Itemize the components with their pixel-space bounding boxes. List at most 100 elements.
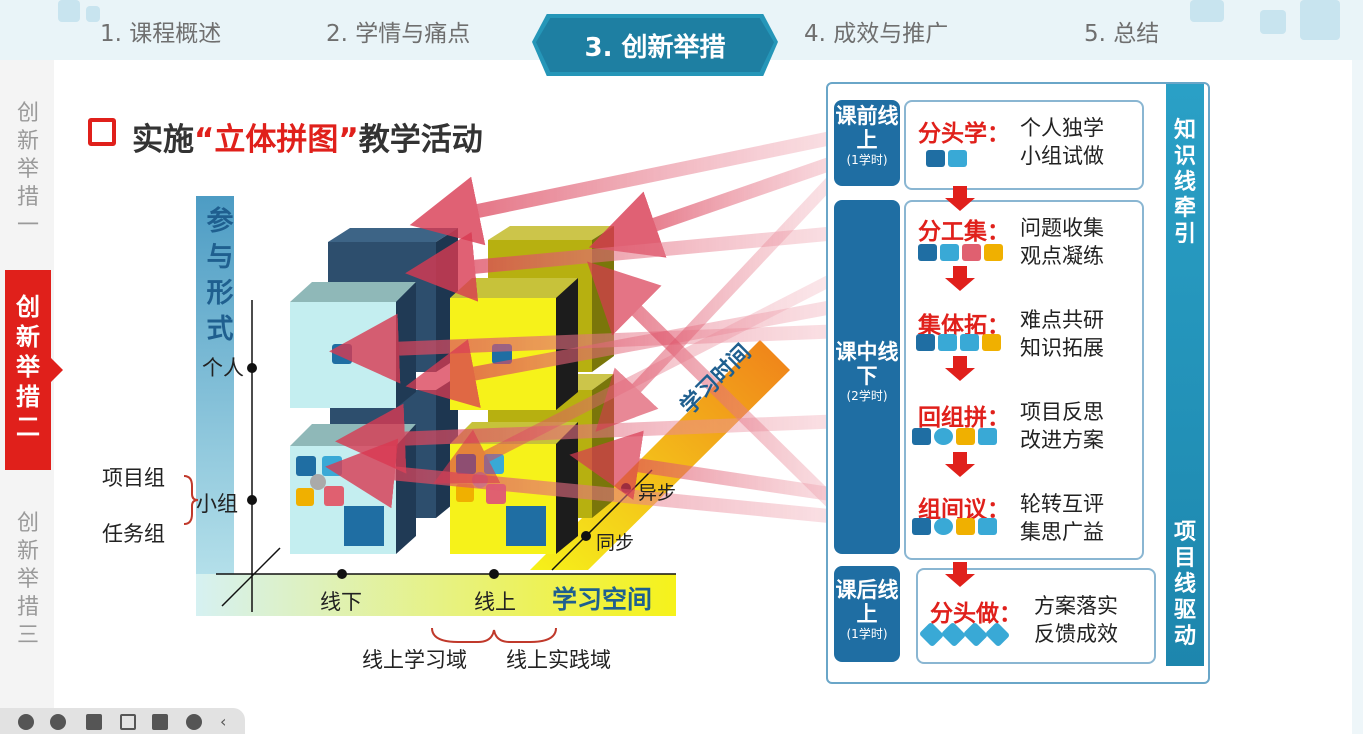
puzzle-block-icon — [344, 506, 384, 546]
play-icon[interactable] — [50, 714, 66, 730]
down-arrow-icon — [945, 356, 975, 381]
z-tick-sync — [581, 531, 591, 541]
puzzle-pieces-icon — [912, 428, 997, 445]
side-label-project: 项目线驱动 — [1173, 520, 1196, 649]
puzzle-pieces-icon — [918, 621, 1011, 648]
phase-pre-class: 课前线上(1学时) — [834, 100, 900, 186]
puzzle-pieces-icon — [926, 150, 967, 167]
edit-icon — [88, 118, 116, 146]
title-highlight: “立体拼图” — [194, 122, 359, 158]
y-tick-group — [247, 495, 257, 505]
tab-innovation-measures[interactable]: 3. 创新举措 — [532, 14, 778, 76]
step-desc-line: 反馈成效 — [1034, 622, 1118, 646]
sidebar-item-measure-3[interactable]: 创新举措三 — [16, 511, 39, 648]
step-desc: 问题收集观点凝练 — [1020, 214, 1104, 270]
x-tick-label-online: 线上 — [474, 590, 516, 614]
down-arrow-icon — [945, 266, 975, 291]
phase-post-class: 课后线上(1学时) — [834, 566, 900, 662]
puzzle-piece-icon — [296, 488, 314, 506]
pen-icon[interactable] — [86, 714, 102, 730]
phase-hours: (1学时) — [846, 153, 888, 167]
chat-icon[interactable] — [186, 714, 202, 730]
step-desc-line: 集思广益 — [1020, 520, 1104, 544]
tab-active-label: 3. 创新举措 — [536, 18, 774, 72]
step-desc-line: 方案落实 — [1034, 594, 1118, 618]
tab-results-promotion[interactable]: 4. 成效与推广 — [804, 21, 949, 47]
phase-name: 课前线上 — [835, 104, 899, 152]
collapse-icon[interactable]: ‹ — [220, 712, 227, 731]
phase-hours: (1学时) — [846, 627, 888, 641]
video-icon[interactable] — [152, 714, 168, 730]
step-desc: 方案落实反馈成效 — [1034, 592, 1118, 648]
sidebar-item-measure-1[interactable]: 创新举措一 — [16, 101, 39, 238]
puzzle-block-icon — [506, 506, 546, 546]
tab-course-overview[interactable]: 1. 课程概述 — [100, 21, 222, 47]
puzzle-piece-icon — [322, 456, 342, 476]
puzzle-piece-icon — [332, 344, 352, 364]
step-desc-line: 改进方案 — [1020, 428, 1104, 452]
online-brace — [431, 627, 557, 643]
y-tick-label-individual: 个人 — [202, 356, 244, 380]
y-axis-band — [196, 196, 234, 616]
down-arrow-icon — [945, 562, 975, 587]
puzzle-pieces-icon — [918, 244, 1003, 261]
puzzle-piece-icon — [456, 484, 474, 502]
step-desc: 项目反思改进方案 — [1020, 398, 1104, 454]
tab-summary[interactable]: 5. 总结 — [1084, 21, 1160, 47]
step-desc-line: 个人独学 — [1020, 116, 1104, 140]
down-arrow-icon — [945, 452, 975, 477]
title-prefix: 实施 — [132, 122, 194, 158]
z-tick-label-async: 异步 — [638, 482, 677, 504]
step-desc: 轮转互评集思广益 — [1020, 490, 1104, 546]
step-desc-line: 轮转互评 — [1020, 492, 1104, 516]
puzzle-decoration — [1190, 0, 1224, 22]
down-arrow-icon — [945, 186, 975, 211]
puzzle-pieces-icon — [912, 518, 997, 535]
group-sublabel-project: 项目组 — [102, 466, 165, 490]
side-label-knowledge: 知识线牵引 — [1173, 118, 1196, 247]
page-title: 实施“立体拼图”教学活动 — [132, 114, 483, 159]
step-name: 分工集： — [918, 219, 1010, 245]
x-axis-label: 学习空间 — [552, 585, 653, 614]
step-name: 分头学： — [918, 121, 1010, 147]
x-sublabel-online-practice: 线上实践域 — [506, 648, 611, 672]
x-axis-band — [196, 574, 676, 616]
group-brace — [183, 475, 199, 525]
puzzle-decoration — [86, 6, 100, 22]
puzzle-piece-icon — [324, 486, 344, 506]
step-desc-line: 难点共研 — [1020, 308, 1104, 332]
phase-hours: (2学时) — [846, 389, 888, 403]
x-sublabel-online-learning: 线上学习域 — [362, 648, 467, 672]
puzzle-decoration — [1300, 0, 1340, 40]
step-name: 回组拼： — [918, 405, 1010, 431]
step-box-pre — [904, 100, 1144, 190]
group-sublabel-task: 任务组 — [102, 522, 165, 546]
step-desc: 个人独学小组试做 — [1020, 114, 1104, 170]
z-tick-label-sync: 同步 — [596, 532, 635, 554]
y-axis-label: 参与形式 — [206, 206, 234, 345]
y-tick-label-group: 小组 — [196, 492, 238, 516]
step-desc-line: 知识拓展 — [1020, 336, 1104, 360]
puzzle-pieces-icon — [916, 334, 1001, 351]
prev-icon[interactable] — [18, 714, 34, 730]
step-desc-line: 观点凝练 — [1020, 244, 1104, 268]
tab-learning-pain-points[interactable]: 2. 学情与痛点 — [326, 21, 471, 47]
sidebar-item-measure-2-bg[interactable] — [5, 270, 51, 470]
puzzle-piece-icon — [296, 456, 316, 476]
step-desc-line: 项目反思 — [1020, 400, 1104, 424]
x-tick-online — [489, 569, 499, 579]
side-ribbon — [1166, 84, 1204, 666]
x-tick-offline — [337, 569, 347, 579]
phase-in-class: 课中线下(2学时) — [834, 200, 900, 554]
phase-name: 课后线上 — [835, 578, 899, 626]
puzzle-piece-icon — [310, 474, 326, 490]
phase-name: 课中线下 — [835, 340, 899, 388]
puzzle-decoration — [58, 0, 80, 22]
target-icon[interactable] — [120, 714, 136, 730]
puzzle-decoration — [1260, 10, 1286, 34]
step-desc-line: 小组试做 — [1020, 144, 1104, 168]
sidebar-item-measure-2[interactable]: 创新举措二 — [16, 293, 40, 441]
title-suffix: 教学活动 — [358, 122, 483, 158]
z-axis-line-left — [221, 547, 281, 607]
